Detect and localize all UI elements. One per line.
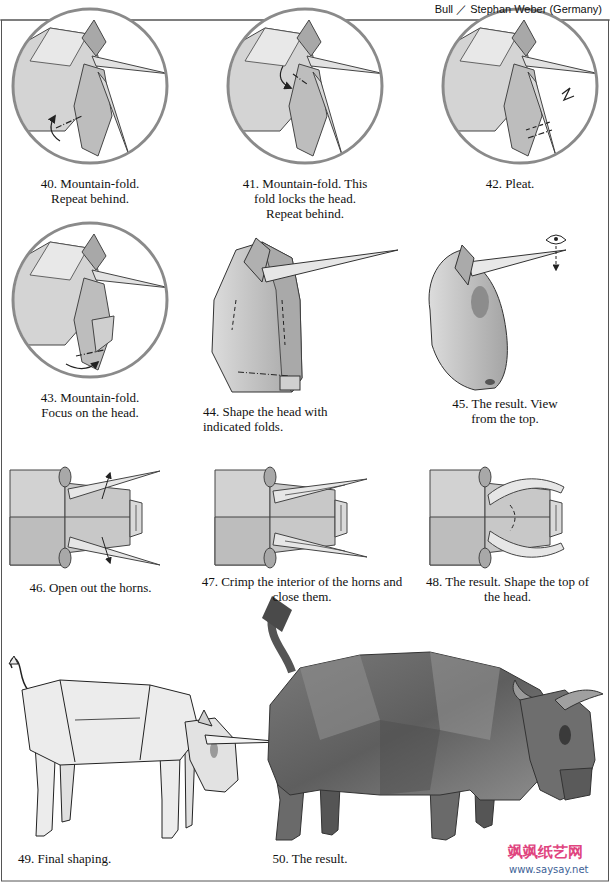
step-caption: 47. Crimp the interior of the horns and … [196,574,408,604]
step-49-bull-outline [9,656,285,838]
step-caption: 45. The result. View from the top. [440,396,570,426]
page-header: Bull ／ Stephan Weber (Germany) [330,3,602,16]
step-caption: 43. Mountain-fold. Focus on the head. [25,390,155,420]
step-43-circle-part-part-part [66,362,98,369]
step-49-bull-outline-part [60,680,75,762]
step-43-circle-part-part-part [92,316,114,352]
step-40-circle-part-part-part [56,116,82,128]
step-42-circle-part-part-part [526,122,550,130]
step-46-top-view [10,467,160,568]
step-42-circle-part-part [440,20,600,156]
step-caption: 44. Shape the head with indicated folds. [203,404,355,434]
step-42-circle-part [443,9,597,163]
step-48-top-view-part [488,479,564,505]
step-43-circle [10,223,170,377]
step-49-bull-outline-part [210,742,218,758]
step-50-bull-shaded-part [559,725,571,745]
step-45-head-part [556,246,557,270]
step-45-head-part [468,250,566,276]
step-49-bull-outline-part [22,680,200,765]
step-caption: 46. Open out the horns. [8,580,173,595]
step-47-top-view-part [285,485,345,495]
step-caption: 42. Pleat. [470,176,550,191]
step-47-top-view-part [273,479,367,503]
step-caption: 50. The result. [245,851,375,866]
step-caption: 40. Mountain-fold. Repeat behind. [25,176,155,206]
step-46-top-view-part [68,537,160,565]
step-44-head-part [238,372,290,376]
step-41-circle-part [228,9,382,163]
step-47-top-view [215,467,367,568]
step-43-circle-part [10,234,170,370]
step-44-head-part [262,250,398,282]
step-50-bull-shaded-part [268,652,560,800]
page-frame [0,20,610,881]
step-47-top-view-part [273,533,367,557]
step-45-head-part [455,245,474,285]
step-46-top-view-part [68,471,160,499]
step-48-top-view-part [510,505,515,531]
step-49-bull-outline-part [185,718,238,792]
step-42-circle [440,9,600,163]
step-45-head-part [546,235,566,244]
step-41-circle-part-part-part [225,20,385,156]
step-41-circle-part-part-part [313,72,343,158]
step-49-bull-outline-part [60,760,75,822]
step-44-head-part [232,300,236,330]
step-42-circle-part [440,20,600,156]
step-43-circle-part-part-part [76,350,104,356]
step-49-bull-outline-part [160,755,180,838]
step-caption: 41. Mountain-fold. This fold locks the h… [240,176,370,221]
step-50-bull-shaded-part [560,768,592,800]
step-43-circle-part [13,223,167,377]
step-50-bull-shaded-part [555,690,603,710]
step-45-head-part [471,286,489,318]
step-47-top-view-part [215,467,347,568]
step-42-circle-part-part-part [528,130,552,138]
page-frame-part [2,20,609,881]
step-49-bull-outline-part [75,718,140,720]
step-caption: 49. Final shaping. [18,851,158,866]
step-45-head-part [485,379,495,385]
step-41-circle-part-part-part [280,66,291,88]
step-40-circle-part-part-part [51,116,60,141]
step-50-bull-shaded-part [520,690,595,800]
step-43-circle-part-part [10,234,170,370]
step-47-top-view-part [285,541,345,551]
step-49-bull-outline-part [198,710,212,726]
step-40-circle-part-part-part [10,20,170,156]
step-50-bull-shaded [262,596,603,840]
step-48-top-view-part [488,531,564,557]
step-44-head [212,238,398,392]
step-42-circle-part-part-part [562,88,574,100]
step-50-bull-shaded-part [430,652,500,740]
step-45-head [429,235,566,390]
step-40-circle-part [13,9,167,163]
step-49-bull-outline-part [140,685,150,760]
step-43-circle-part-part-part [10,234,170,370]
step-42-circle-part-part-part [528,72,556,156]
step-caption: 48. The result. Shape the top of the hea… [420,574,595,604]
step-45-head-part [554,237,558,241]
step-40-circle [10,9,170,163]
step-40-circle-part-part-part [98,72,130,158]
watermark-url: www.saysay.net [509,864,604,876]
step-41-circle [225,9,385,163]
step-44-head-part [282,300,285,345]
step-50-bull-shaded-part [300,655,380,740]
step-46-top-view-part [102,537,110,563]
step-41-circle-part-part-part [293,74,307,84]
step-49-bull-outline-part [9,656,18,664]
step-46-top-view-part [102,473,110,499]
step-44-head-part [280,376,300,390]
step-50-bull-shaded-part [380,720,440,795]
step-42-circle-part-part-part [440,20,600,156]
step-48-top-view [430,467,564,568]
watermark-logo: 飒飒纸艺网 [508,843,603,861]
